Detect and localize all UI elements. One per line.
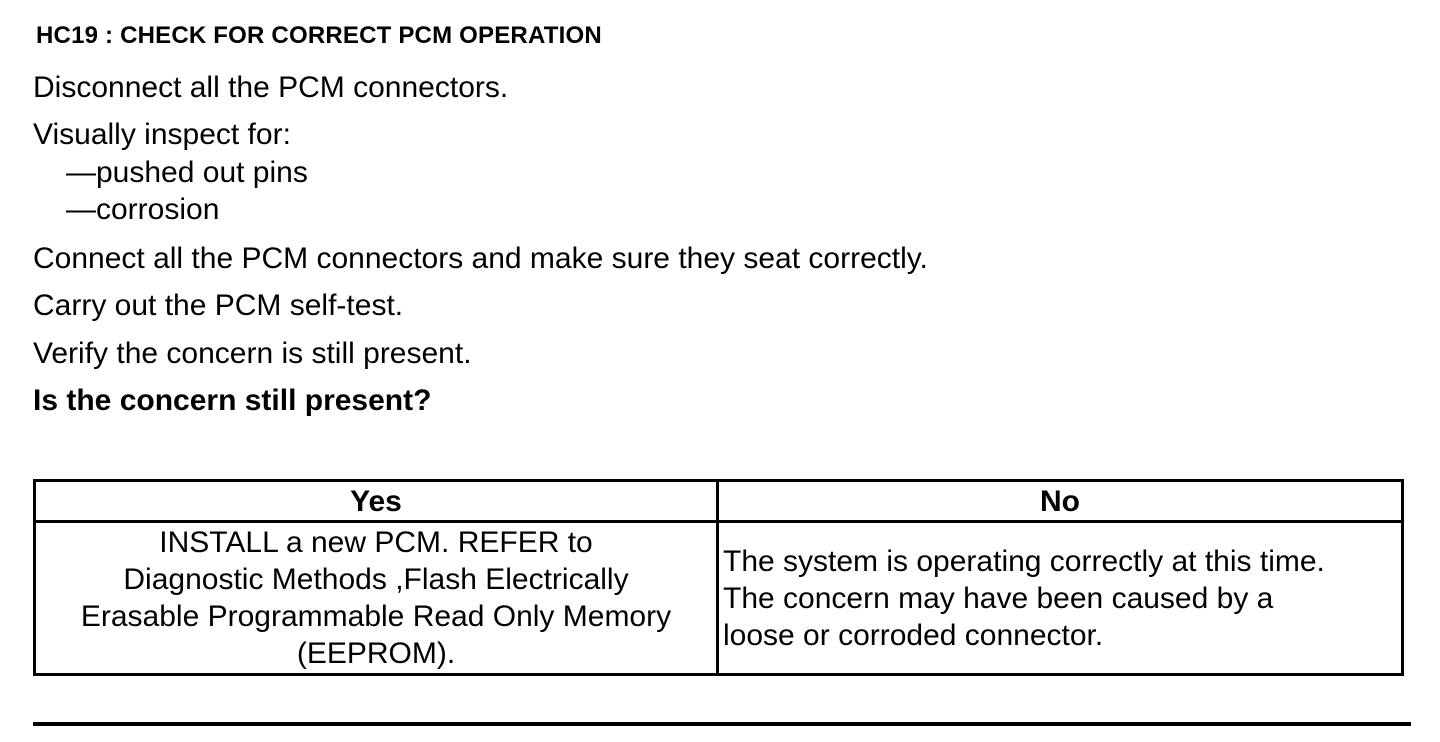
bottom-divider xyxy=(33,722,1411,726)
step-title: HC19 : CHECK FOR CORRECT PCM OPERATION xyxy=(36,22,602,49)
yes-action-line: Diagnostic Methods ,Flash Electrically xyxy=(123,563,629,596)
result-table-row: INSTALL a new PCM. REFER to Diagnostic M… xyxy=(33,520,1404,676)
yes-column-header: Yes xyxy=(33,479,719,523)
yes-action-line: (EEPROM). xyxy=(296,637,456,670)
instruction-verify: Verify the concern is still present. xyxy=(33,337,472,370)
instruction-disconnect: Disconnect all the PCM connectors. xyxy=(33,71,509,104)
yes-action-line: Erasable Programmable Read Only Memory xyxy=(80,600,672,633)
yes-action-cell: INSTALL a new PCM. REFER to Diagnostic M… xyxy=(33,520,719,676)
no-action-line: The system is operating correctly at thi… xyxy=(723,544,1325,578)
instruction-self-test: Carry out the PCM self-test. xyxy=(33,289,404,322)
instruction-inspect-intro: Visually inspect for: xyxy=(33,118,291,151)
yes-action-line: INSTALL a new PCM. REFER to xyxy=(159,526,593,559)
inspect-item-pushed-out-pins: —pushed out pins xyxy=(66,156,308,189)
no-action-line: loose or corroded connector. xyxy=(723,618,1104,652)
no-column-header: No xyxy=(716,479,1404,523)
result-table: Yes No INSTALL a new PCM. REFER to Diagn… xyxy=(33,479,1404,676)
result-table-header-row: Yes No xyxy=(33,479,1404,523)
inspect-item-corrosion: —corrosion xyxy=(66,193,220,226)
no-action-line: The concern may have been caused by a xyxy=(723,581,1274,615)
diagnostic-question: Is the concern still present? xyxy=(33,384,432,417)
instruction-connect: Connect all the PCM connectors and make … xyxy=(33,242,928,275)
no-action-cell: The system is operating correctly at thi… xyxy=(716,520,1404,676)
